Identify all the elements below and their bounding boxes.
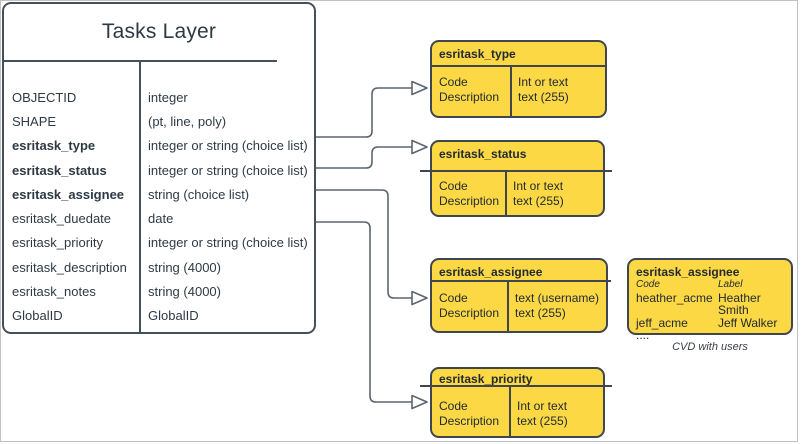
column-divider xyxy=(139,61,141,332)
domain-box-esritask-type: esritask_type Code Description Int or te… xyxy=(430,40,607,118)
cell-code-type: Int or text xyxy=(518,75,569,89)
cell-code-type: text (username) xyxy=(515,291,600,305)
connector-esritask-assignee xyxy=(316,189,412,299)
field-name: SHAPE xyxy=(12,113,57,129)
cell-divider xyxy=(510,67,512,116)
cell-code-label: Code xyxy=(439,179,468,193)
cvd-entry-code: jeff_acme xyxy=(636,315,688,330)
field-row-esritask-priority: esritask_priority integer or string (cho… xyxy=(4,231,314,255)
field-row-objectid: OBJECTID integer xyxy=(4,85,314,109)
field-type: integer or string (choice list) xyxy=(148,162,308,178)
field-type: date xyxy=(148,211,174,227)
open-arrowhead-icon xyxy=(411,80,428,96)
field-name: esritask_type xyxy=(12,138,96,154)
field-type: (pt, line, poly) xyxy=(148,113,227,129)
cell-description-type: text (255) xyxy=(513,194,564,208)
cell-divider xyxy=(507,282,509,331)
field-name: esritask_notes xyxy=(12,284,96,300)
tasks-layer-title: Tasks Layer xyxy=(101,20,217,43)
field-name: esritask_priority xyxy=(12,235,104,251)
cell-divider xyxy=(505,172,507,215)
domain-box-esritask-status: esritask_status Code Description Int or … xyxy=(420,140,612,217)
domain-box-esritask-priority: esritask_priority Code Description Int o… xyxy=(420,367,612,438)
field-name: esritask_description xyxy=(12,259,127,275)
connector-esritask-priority xyxy=(316,221,412,403)
field-name: OBJECTID xyxy=(12,89,77,105)
field-type: integer or string (choice list) xyxy=(148,138,308,154)
open-arrowhead-icon xyxy=(411,139,428,155)
cvd-entry-label: Jeff Walker xyxy=(718,315,778,330)
cvd-col-label: Label xyxy=(718,279,743,290)
field-row-esritask-status: esritask_status integer or string (choic… xyxy=(4,158,314,182)
field-row-shape: SHAPE (pt, line, poly) xyxy=(4,109,314,133)
field-name: esritask_status xyxy=(12,162,107,178)
field-row-esritask-type: esritask_type integer or string (choice … xyxy=(4,134,314,158)
domain-box-title: esritask_status xyxy=(439,147,527,161)
tasks-layer-table: Tasks Layer OBJECTID integer SHAPE (pt, … xyxy=(2,2,316,334)
domain-box-title: esritask_assignee xyxy=(439,265,543,279)
domain-box-title: esritask_type xyxy=(439,47,516,61)
field-type: GlobalID xyxy=(148,308,199,324)
header-divider xyxy=(420,170,612,172)
field-type: integer xyxy=(148,89,188,105)
cell-description-label: Description xyxy=(439,414,500,428)
cell-description-type: text (255) xyxy=(517,414,568,428)
field-name: esritask_duedate xyxy=(12,211,112,227)
header-divider xyxy=(432,65,605,67)
header-divider xyxy=(420,385,612,387)
field-row-esritask-duedate: esritask_duedate date xyxy=(4,206,314,230)
cvd-entry-label xyxy=(718,329,791,342)
connector-esritask-type xyxy=(316,87,412,138)
open-arrowhead-icon xyxy=(411,394,428,410)
cvd-entry-code: heather_acme xyxy=(636,290,713,305)
field-type: integer or string (choice list) xyxy=(148,235,308,251)
cell-code-label: Code xyxy=(439,291,468,305)
field-type: string (choice list) xyxy=(148,186,250,202)
connector-esritask-status xyxy=(316,146,412,169)
cvd-box-title: esritask_assignee xyxy=(636,265,740,279)
field-row-esritask-notes: esritask_notes string (4000) xyxy=(4,279,314,303)
cell-code-label: Code xyxy=(439,75,468,89)
field-row-esritask-description: esritask_description string (4000) xyxy=(4,255,314,279)
field-row-globalid: GlobalID GlobalID xyxy=(4,304,314,328)
header-divider xyxy=(432,280,611,282)
field-list: OBJECTID integer SHAPE (pt, line, poly) … xyxy=(4,85,314,328)
cvd-entry-label: Heather Smith xyxy=(718,290,761,317)
field-type: string (4000) xyxy=(148,284,221,300)
field-name: GlobalID xyxy=(12,308,63,324)
cell-description-type: text (255) xyxy=(515,306,566,320)
cell-divider xyxy=(509,387,511,436)
cvd-col-code: Code xyxy=(636,279,660,290)
domain-box-esritask-assignee: esritask_assignee Code Description text … xyxy=(430,258,611,333)
cell-code-label: Code xyxy=(439,399,468,413)
field-type: string (4000) xyxy=(148,259,221,275)
open-arrowhead-icon xyxy=(411,290,428,306)
domain-box-title: esritask_priority xyxy=(439,372,533,386)
cell-code-type: Int or text xyxy=(513,179,564,193)
cell-description-label: Description xyxy=(439,194,500,208)
cell-description-label: Description xyxy=(439,306,500,320)
field-name: esritask_assignee xyxy=(12,186,125,202)
cvd-box-esritask-assignee: esritask_assignee Code Label heather_acm… xyxy=(627,258,793,341)
cell-code-type: Int or text xyxy=(517,399,568,413)
cell-description-type: text (255) xyxy=(518,90,569,104)
cvd-caption: CVD with users xyxy=(672,341,748,353)
field-row-esritask-assignee: esritask_assignee string (choice list) xyxy=(4,182,314,206)
cell-description-label: Description xyxy=(439,90,500,104)
cvd-entry-code: .... xyxy=(636,328,650,342)
